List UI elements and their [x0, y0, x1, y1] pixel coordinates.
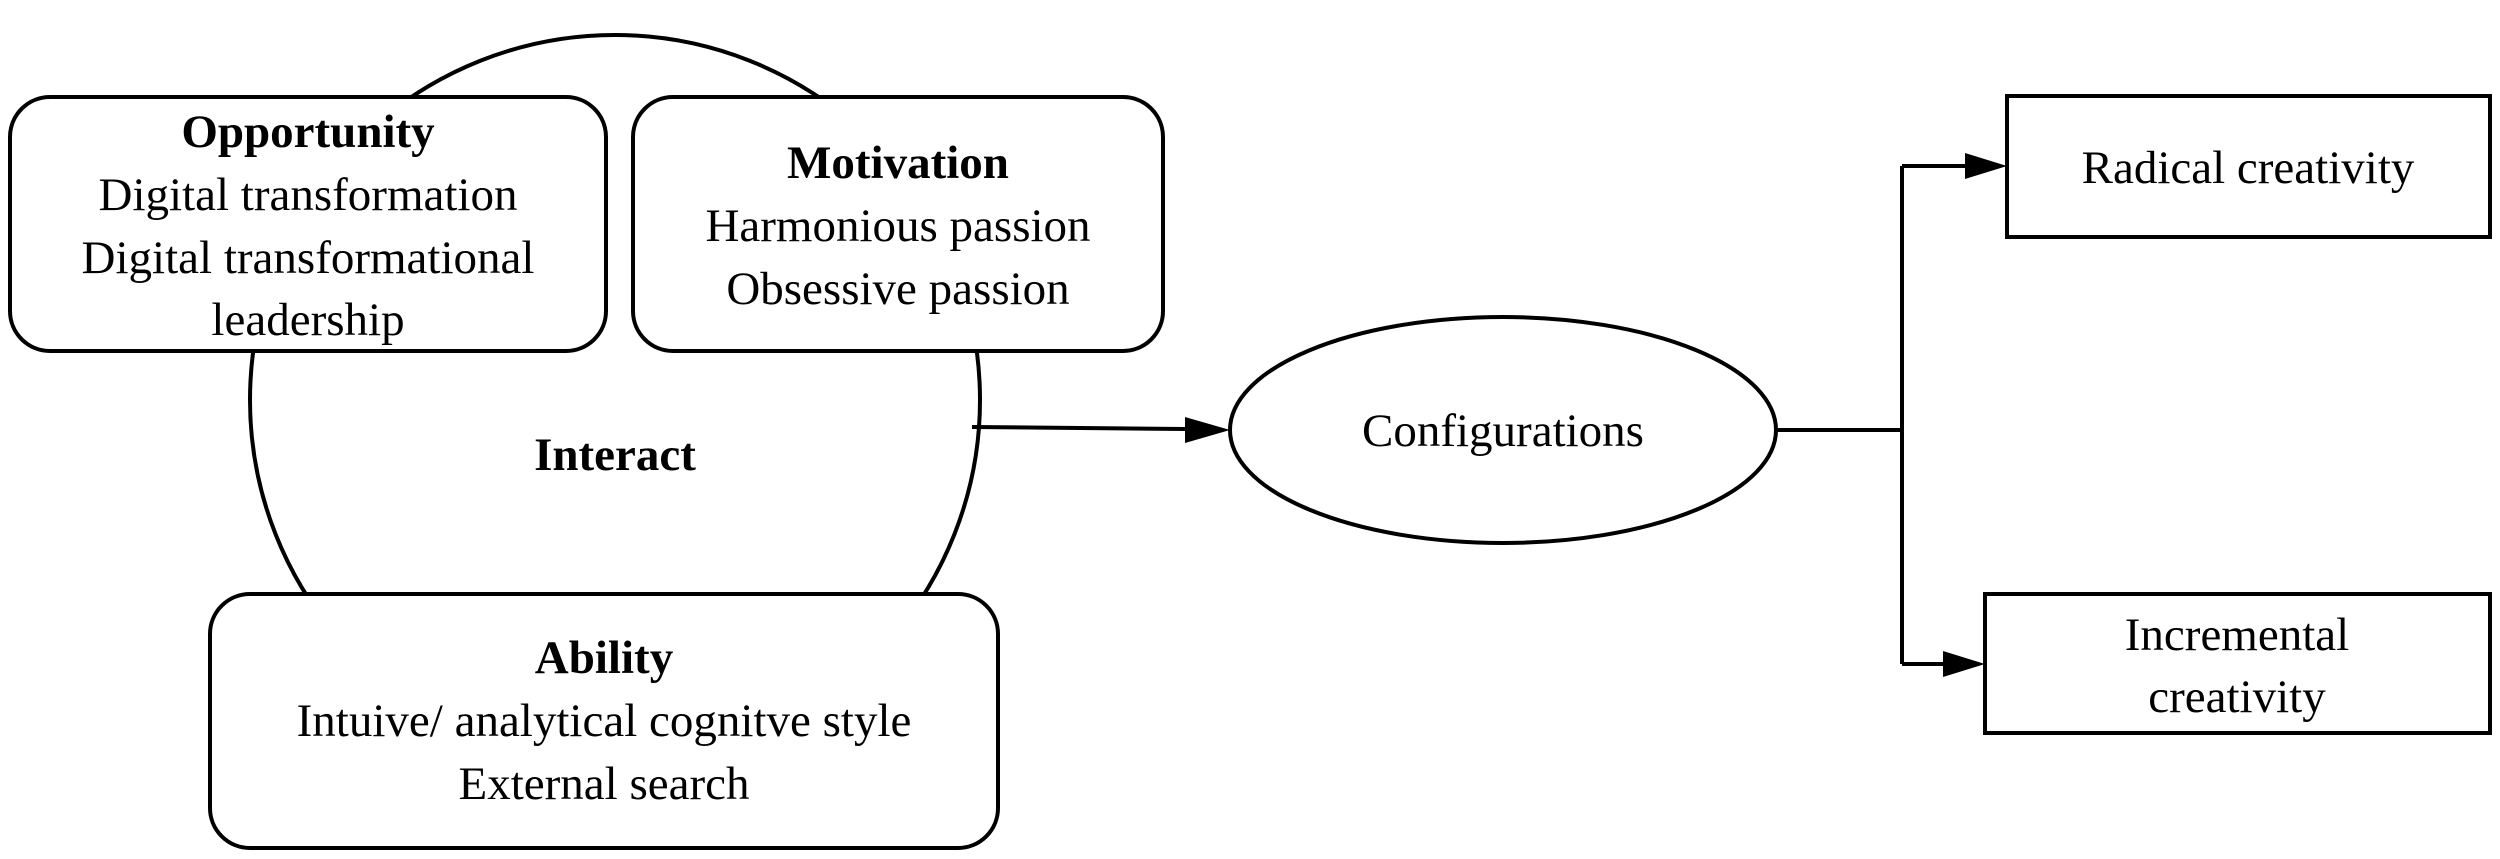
radical-creativity-box: Radical creativity: [2005, 94, 2492, 239]
opportunity-line-2: Digital transformational: [82, 232, 535, 284]
arrowhead-configurations: [1185, 417, 1230, 443]
opportunity-line-3: leadership: [211, 294, 404, 346]
motivation-box: Motivation Harmonious passion Obsessive …: [631, 95, 1165, 353]
radical-creativity-label: Radical creativity: [2082, 142, 2415, 194]
motivation-line-2: Obsessive passion: [726, 263, 1069, 315]
arrow-to-configurations: [971, 425, 1186, 431]
motivation-heading: Motivation: [787, 137, 1009, 189]
incremental-creativity-line-1: Incremental: [2125, 609, 2349, 661]
radical-creativity-border: [2005, 94, 2492, 239]
incremental-creativity-box: Incremental creativity: [1983, 592, 2492, 735]
opportunity-line-1: Digital transformation: [99, 169, 518, 221]
arrowhead-radical: [1965, 153, 2007, 179]
arrowhead-incremental: [1943, 651, 1985, 677]
ability-heading: Ability: [535, 632, 674, 684]
incremental-creativity-border: [1983, 592, 2492, 735]
ability-line-1: Intuive/ analytical cognitve style: [297, 695, 912, 747]
incremental-creativity-line-2: creativity: [2148, 671, 2326, 723]
opportunity-box-border: [8, 95, 608, 353]
opportunity-heading: Opportunity: [181, 106, 435, 158]
ability-box: Ability Intuive/ analytical cognitve sty…: [208, 592, 1000, 850]
opportunity-box: Opportunity Digital transformation Digit…: [8, 95, 608, 353]
interact-label: Interact: [534, 429, 696, 481]
ability-line-2: External search: [459, 758, 750, 810]
motivation-line-1: Harmonious passion: [705, 200, 1090, 252]
motivation-box-border: [631, 95, 1165, 353]
configurations-label: Configurations: [1362, 405, 1644, 457]
ability-box-border: [208, 592, 1000, 850]
